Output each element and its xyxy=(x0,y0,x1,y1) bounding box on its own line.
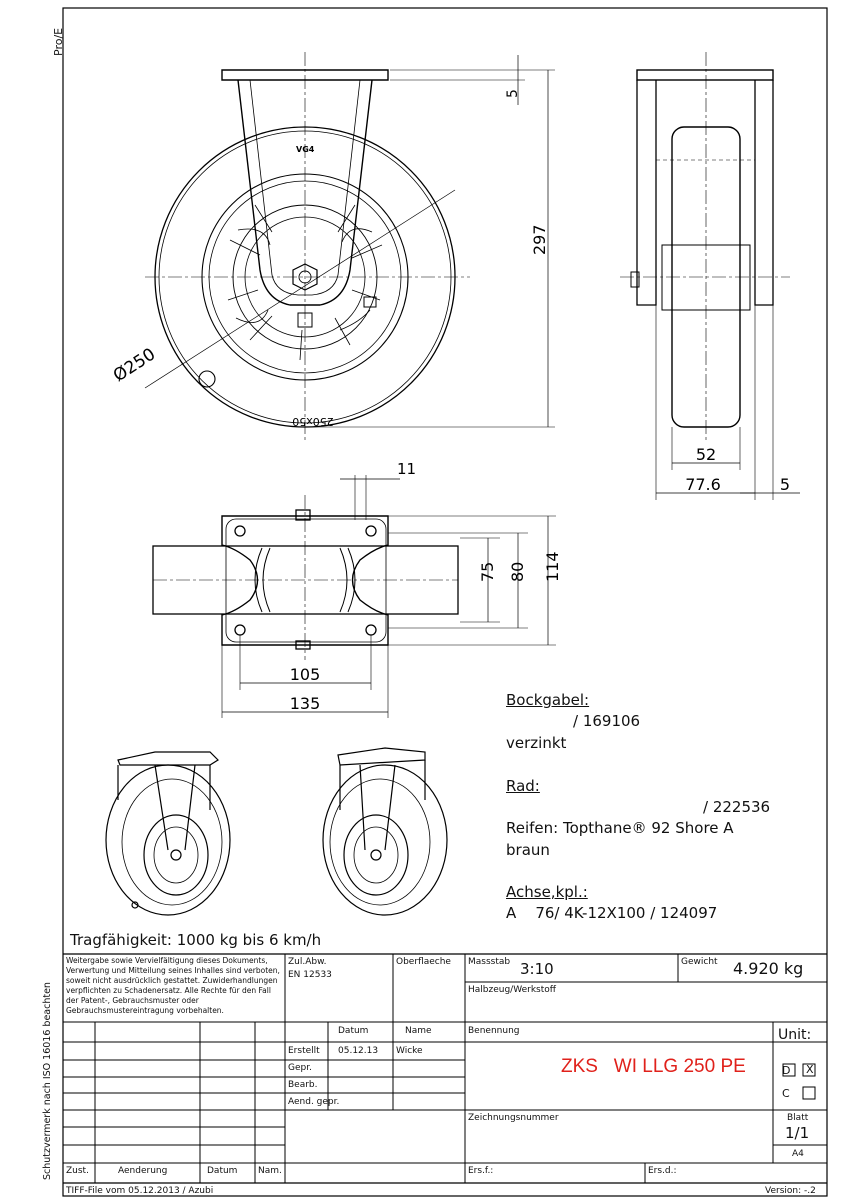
gepr-label: Gepr. xyxy=(288,1063,312,1073)
benennung-value: ZKS WI LLG 250 PE xyxy=(561,1056,746,1077)
ers-f-label: Ers.f.: xyxy=(468,1166,494,1176)
gewicht-label: Gewicht xyxy=(681,957,718,967)
top-view xyxy=(152,475,556,718)
dim-11: 11 xyxy=(397,460,416,478)
achse-value: A 76/ 4K-12X100 / 124097 xyxy=(506,904,718,922)
unit-c-text: C xyxy=(782,1087,790,1100)
achse-title: Achse,kpl.: xyxy=(506,883,588,901)
tiff-note: TIFF-File vom 05.12.2013 / Azubi xyxy=(66,1186,214,1196)
blatt-label: Blatt xyxy=(787,1113,809,1123)
bearb-label: Bearb. xyxy=(288,1080,318,1090)
halbzeug-label: Halbzeug/Werkstoff xyxy=(468,985,556,995)
version-label: Version: -.2 xyxy=(765,1186,816,1196)
dim-diameter-250: Ø250 xyxy=(110,344,159,386)
dim-77-6: 77.6 xyxy=(685,475,721,494)
erstellt-date: 05.12.13 xyxy=(338,1046,379,1056)
dim-135: 135 xyxy=(290,694,321,713)
dim-80: 80 xyxy=(508,562,527,582)
ers-d-label: Ers.d.: xyxy=(648,1166,677,1176)
margin-cad-label: Pro/E xyxy=(52,27,65,56)
dim-297: 297 xyxy=(530,224,549,255)
dim-52: 52 xyxy=(696,445,716,464)
unit-label: Unit: xyxy=(778,1027,812,1043)
side-view xyxy=(620,52,800,500)
legal-notice: Weitergabe sowie Vervielfältigung dieses… xyxy=(66,956,280,1015)
tyre-mark: 250x50 xyxy=(292,415,334,428)
load-capacity: Tragfähigkeit: 1000 kg bis 6 km/h xyxy=(70,931,322,949)
rad-number: / 222536 xyxy=(703,798,771,816)
reifen-spec: Reifen: Topthane® 92 Shore A xyxy=(506,819,734,837)
zul-abw-value: EN 12533 xyxy=(288,970,332,980)
front-view xyxy=(144,52,555,440)
bockgabel-number: / 169106 xyxy=(573,712,641,730)
dim-105: 105 xyxy=(290,665,321,684)
margin-protection-note: Schutzvermerk nach ISO 16016 beachten xyxy=(42,982,53,1180)
bockgabel-title: Bockgabel: xyxy=(506,691,590,709)
benennung-label: Benennung xyxy=(468,1026,520,1036)
massstab-label: Massstab xyxy=(468,957,511,967)
name-label: Name xyxy=(405,1026,432,1036)
aenderung-label: Aenderung xyxy=(118,1166,168,1176)
dim-5-top: 5 xyxy=(505,89,521,98)
format-label: A4 xyxy=(792,1149,804,1159)
datum-col-label: Datum xyxy=(207,1166,238,1176)
bracket-mark: VG4 xyxy=(296,145,315,154)
bockgabel-finish: verzinkt xyxy=(506,734,567,752)
unit-d-checkbox: X xyxy=(806,1063,814,1076)
reifen-color: braun xyxy=(506,841,550,859)
dim-114: 114 xyxy=(543,551,562,582)
erstellt-name: Wicke xyxy=(396,1046,423,1056)
sheet-border xyxy=(62,7,828,1197)
datum-label: Datum xyxy=(338,1026,369,1036)
erstellt-label: Erstellt xyxy=(288,1046,320,1056)
dim-5-side: 5 xyxy=(780,475,790,494)
zul-abw-label: Zul.Abw. xyxy=(288,957,327,967)
aend-gepr-label: Aend. gepr. xyxy=(288,1097,340,1107)
iso-view-left xyxy=(105,751,231,916)
unit-d-text: D xyxy=(782,1064,791,1077)
nam-col-label: Nam. xyxy=(258,1166,282,1176)
zeichnungsnummer-label: Zeichnungsnummer xyxy=(468,1113,559,1123)
iso-view-right xyxy=(322,747,448,916)
blatt-value: 1/1 xyxy=(785,1124,810,1142)
zust-label: Zust. xyxy=(66,1166,89,1176)
dim-75: 75 xyxy=(478,562,497,582)
oberflaeche-label: Oberflaeche xyxy=(396,957,451,967)
massstab-value: 3:10 xyxy=(520,960,554,978)
gewicht-value: 4.920 kg xyxy=(733,959,804,978)
title-block-grid xyxy=(63,953,827,1184)
rad-title: Rad: xyxy=(506,777,540,795)
